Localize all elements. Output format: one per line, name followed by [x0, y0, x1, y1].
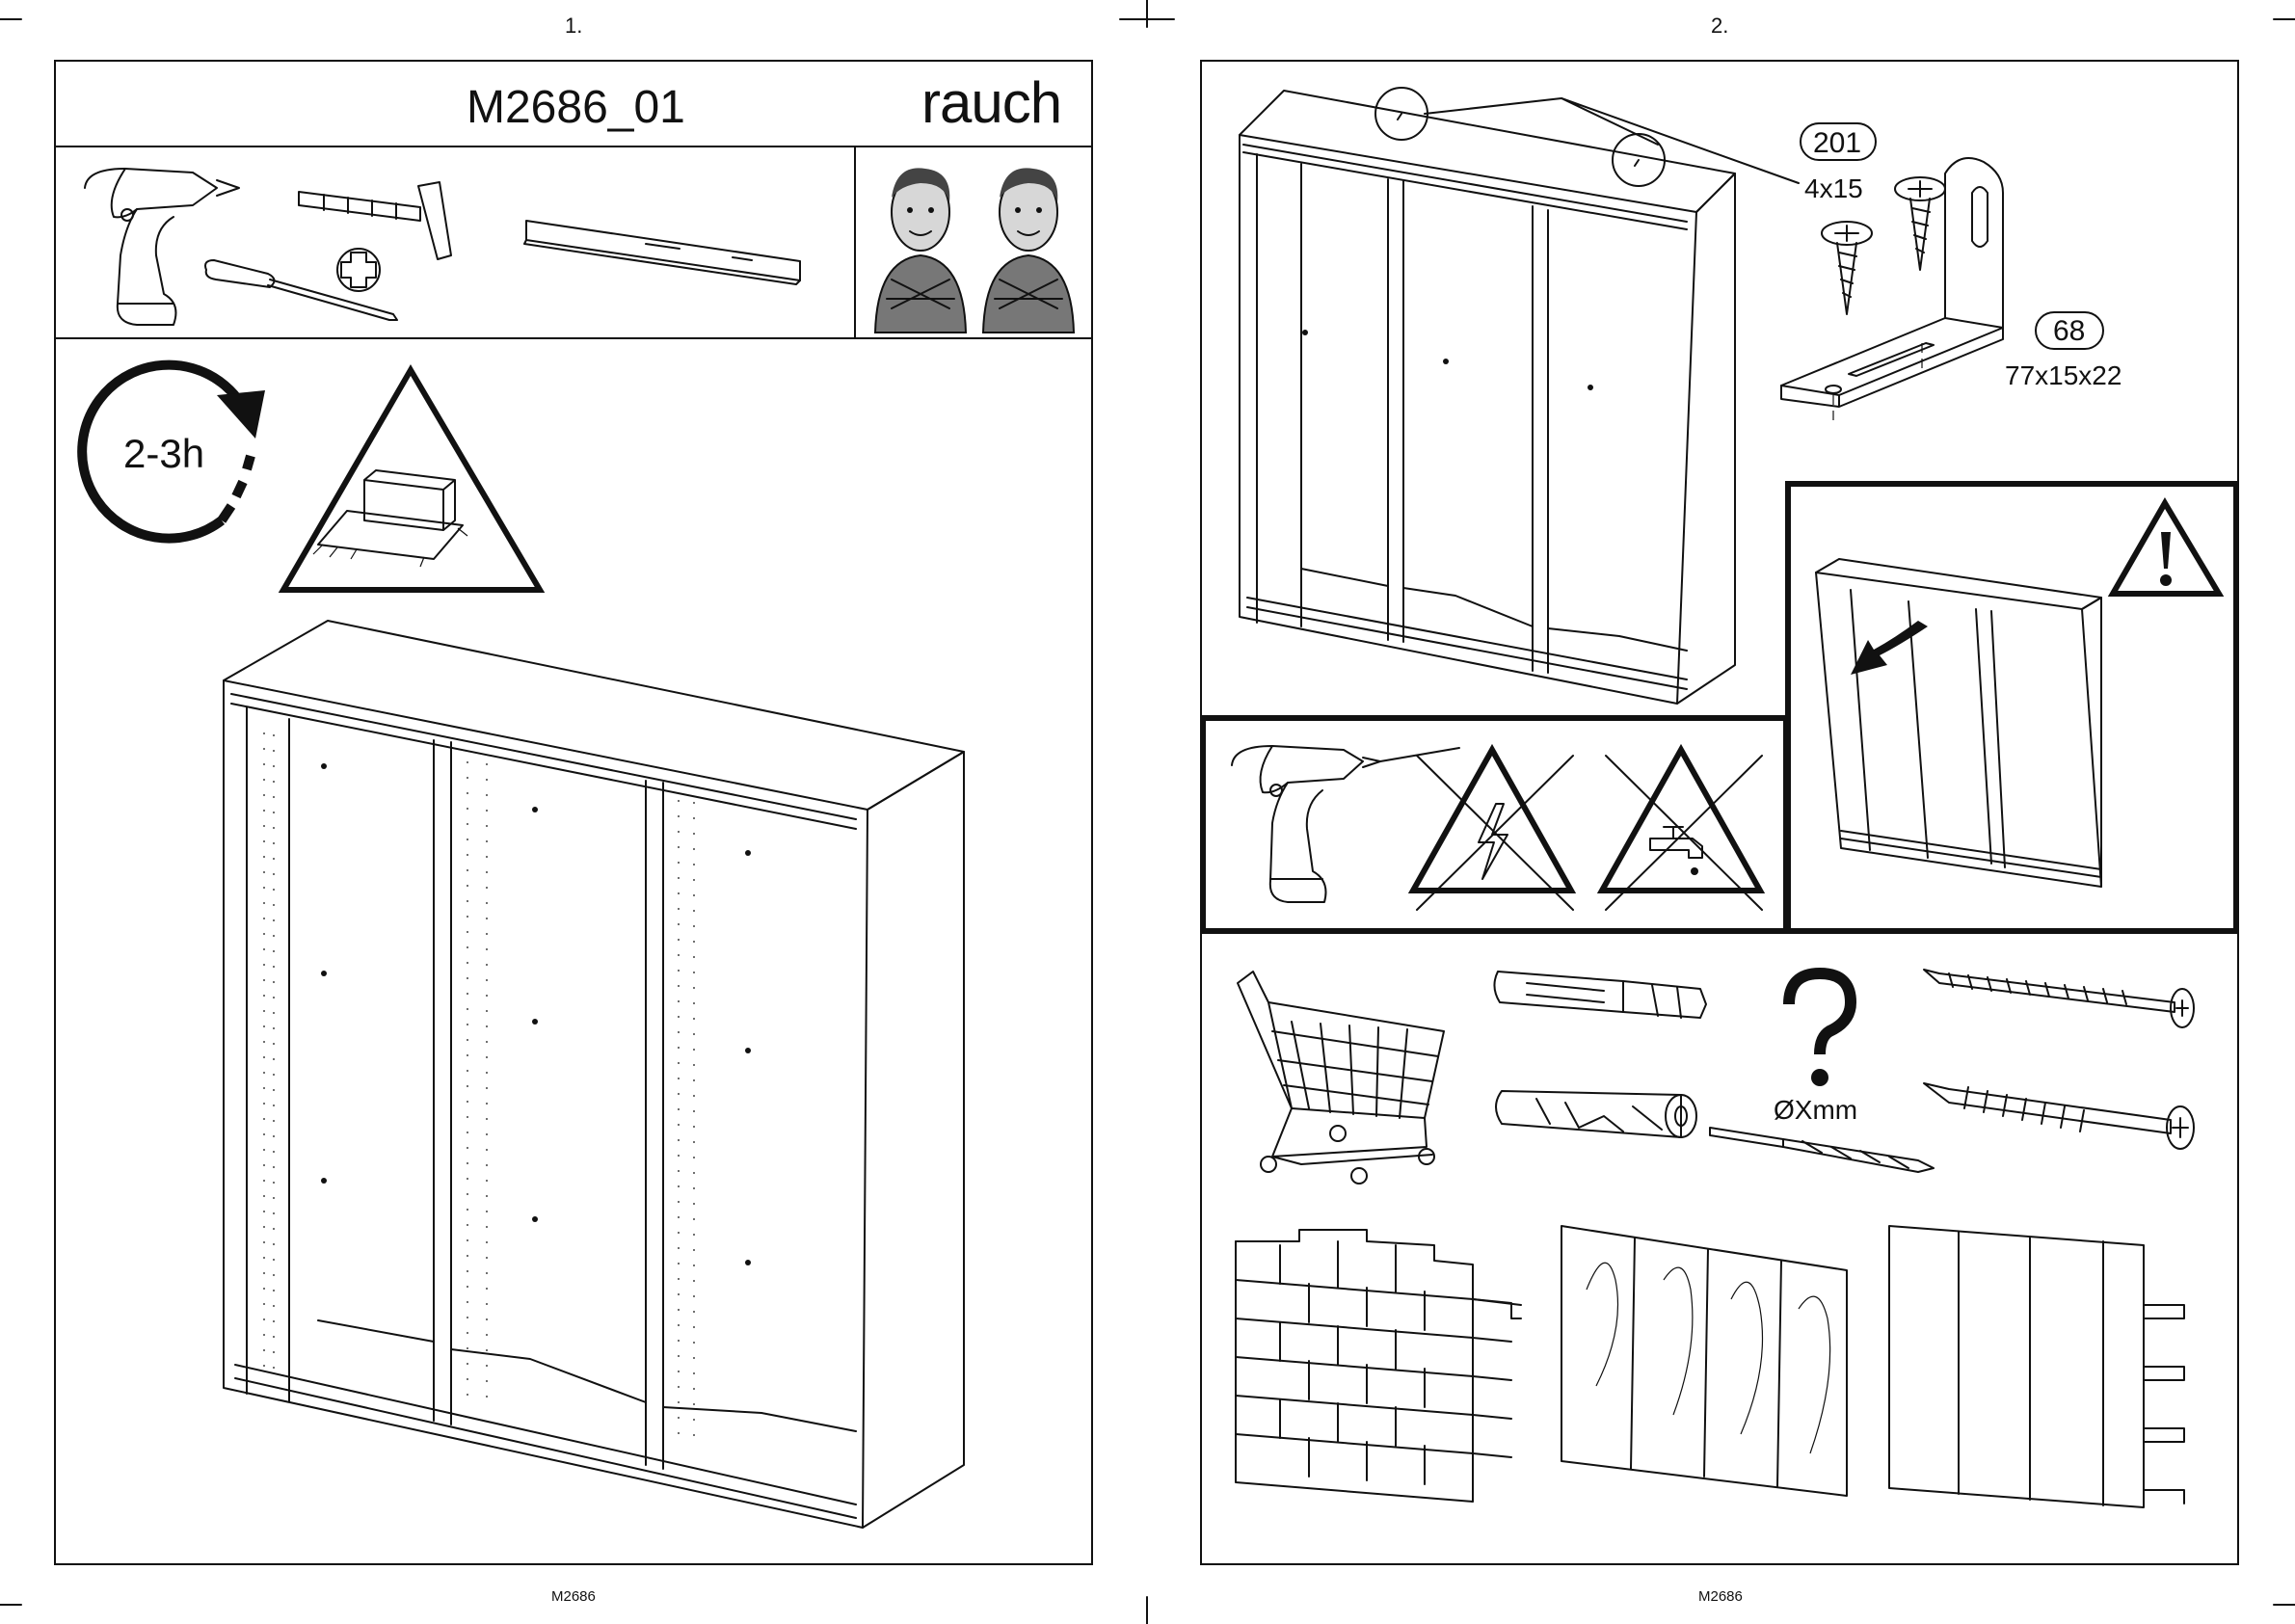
part-68-id: 68: [2053, 315, 2085, 348]
page-number-1: 1.: [565, 13, 582, 39]
wood-panel-icon: [1558, 1222, 1856, 1502]
model-number: M2686_01: [467, 81, 685, 134]
question-mark-icon: [1772, 968, 1868, 1093]
footer-page-1: M2686: [551, 1588, 596, 1605]
hollow-wall-icon: [1885, 1222, 2213, 1511]
brand-logo: rauch: [921, 69, 1061, 136]
level-icon: [520, 217, 810, 304]
brick-wall-icon: [1232, 1222, 1521, 1502]
footer-page-2: M2686: [1698, 1588, 1743, 1605]
no-water-pipe-warning-icon: [1596, 746, 1770, 919]
tipping-wardrobe-drawing: [1812, 559, 2130, 896]
duration-label: 2-3h: [123, 431, 204, 477]
page-number-2: 2.: [1711, 13, 1728, 39]
long-screw-icon: [1920, 1078, 2209, 1155]
wardrobe-carcass-drawing: [212, 617, 964, 1513]
no-electric-cable-warning-icon: [1407, 746, 1581, 919]
wardrobe-top-view-drawing: [1234, 87, 1745, 732]
long-screw-icon: [1920, 964, 2209, 1031]
part-68-size: 77x15x22: [2005, 360, 2122, 391]
wall-plug-icon: [1488, 962, 1720, 1020]
angle-bracket-icon: [1781, 154, 2032, 424]
two-person-icon: [867, 154, 1089, 337]
shopping-cart-icon: [1234, 964, 1455, 1185]
wall-anchor-icon: [1488, 1078, 1720, 1155]
header-divider: [54, 146, 1093, 147]
tools-person-divider: [854, 146, 856, 338]
protect-surface-warning-icon: [280, 366, 549, 598]
drill-bit-icon: [1706, 1118, 1937, 1185]
phillips-icon: [332, 243, 389, 301]
